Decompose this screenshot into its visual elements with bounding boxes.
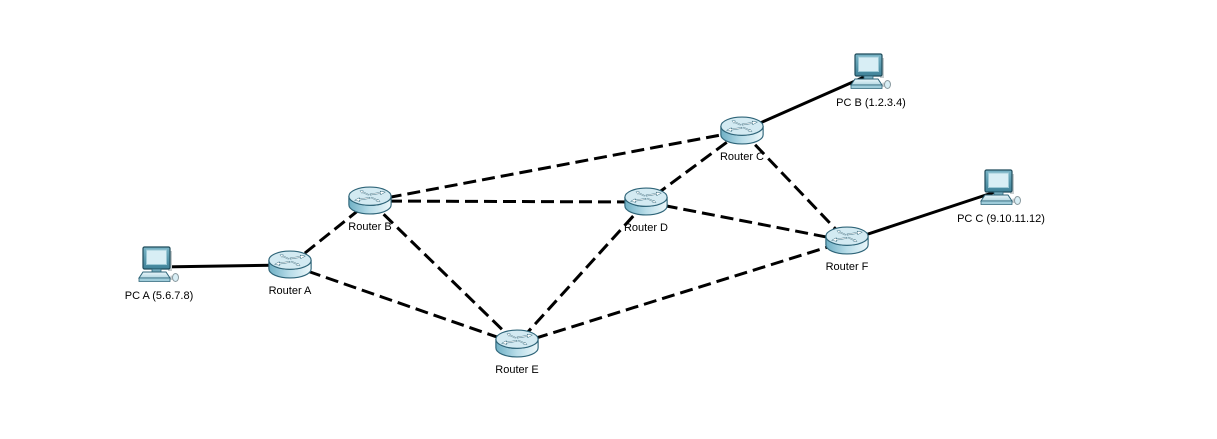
router-icon	[266, 247, 314, 283]
node-pc-c[interactable]: PC C (9.10.11.12)	[957, 168, 1045, 225]
node-router-d[interactable]: Router D	[622, 184, 670, 234]
node-label: PC B (1.2.3.4)	[836, 97, 906, 109]
link-pc-c-router-f[interactable]	[846, 188, 1002, 243]
link-router-d-router-f[interactable]	[645, 200, 848, 243]
node-label: Router B	[348, 221, 392, 233]
link-router-c-router-d[interactable]	[645, 129, 743, 204]
node-label: Router D	[623, 222, 669, 234]
link-router-a-router-e[interactable]	[289, 263, 518, 346]
router-icon	[622, 184, 670, 220]
router-icon	[823, 223, 871, 259]
link-router-b-router-e[interactable]	[368, 199, 519, 346]
router-icon	[346, 183, 394, 219]
link-router-b-router-d[interactable]	[369, 199, 647, 204]
node-label: Router F	[825, 261, 869, 273]
link-pc-a-router-a[interactable]	[158, 263, 291, 269]
pc-icon	[849, 52, 893, 96]
node-label: PC A (5.6.7.8)	[124, 290, 194, 302]
link-router-b-router-c[interactable]	[369, 129, 743, 203]
link-router-d-router-e[interactable]	[515, 200, 648, 346]
node-pc-a[interactable]: PC A (5.6.7.8)	[125, 245, 193, 302]
router-icon	[493, 326, 541, 362]
pc-icon	[137, 245, 181, 289]
node-router-e[interactable]: Router E	[493, 326, 541, 376]
node-router-c[interactable]: Router C	[718, 113, 766, 163]
node-pc-b[interactable]: PC B (1.2.3.4)	[836, 52, 906, 109]
link-router-e-router-f[interactable]	[516, 239, 848, 346]
node-label: Router E	[495, 364, 539, 376]
router-icon	[718, 113, 766, 149]
pc-icon	[979, 168, 1023, 212]
link-pc-b-router-c[interactable]	[741, 72, 872, 133]
node-label: Router C	[719, 151, 765, 163]
node-label: PC C (9.10.11.12)	[957, 213, 1045, 225]
node-router-b[interactable]: Router B	[346, 183, 394, 233]
link-router-c-router-f[interactable]	[740, 129, 849, 243]
node-router-f[interactable]: Router F	[823, 223, 871, 273]
node-label: Router A	[268, 285, 312, 297]
node-router-a[interactable]: Router A	[266, 247, 314, 297]
